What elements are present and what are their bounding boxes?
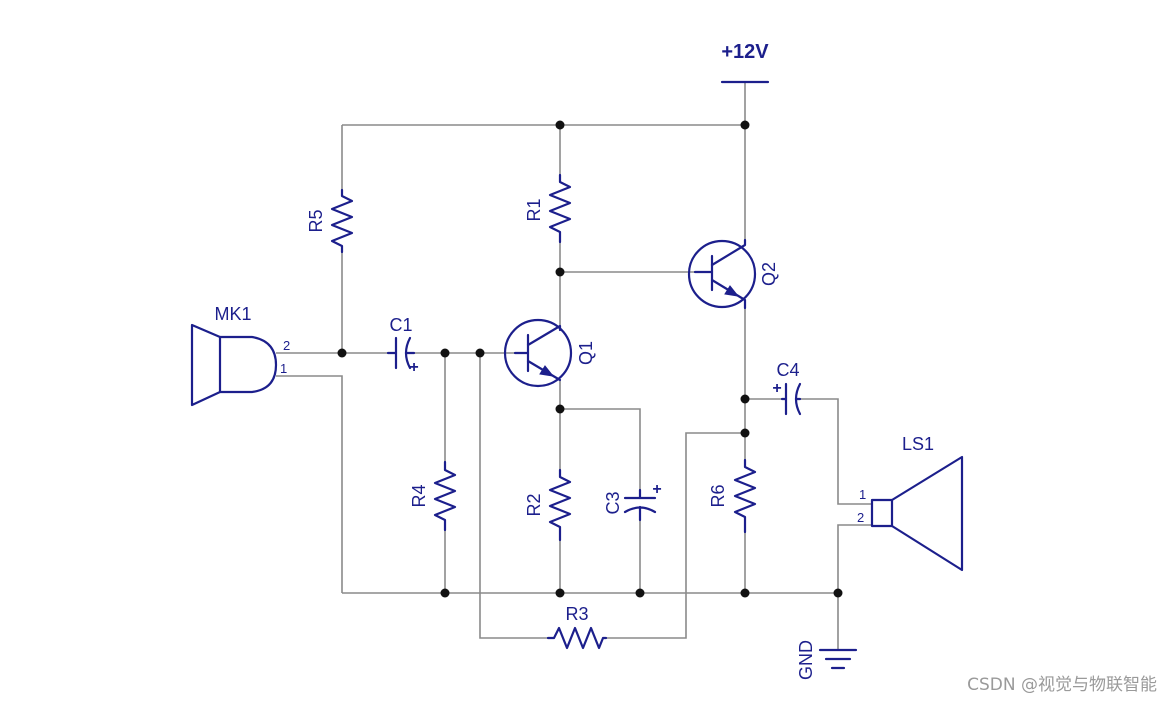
watermark: CSDN @视觉与物联智能: [967, 675, 1157, 695]
resistor-r5: R5: [306, 188, 354, 254]
junction: [555, 588, 565, 598]
junction: [440, 348, 450, 358]
supply-symbol: +12V: [720, 41, 769, 84]
speaker-ls1: LS1 1 2: [857, 434, 964, 572]
junction: [740, 588, 750, 598]
c1-plus: +: [409, 359, 418, 376]
junction: [337, 348, 347, 358]
resistor-r2: R2: [524, 468, 572, 542]
c4-label: C4: [776, 360, 799, 380]
ls1-pin-2: 2: [857, 510, 864, 525]
resistor-r3: R3: [546, 604, 608, 650]
capacitor-c1: C1 +: [386, 315, 419, 376]
r5-label: R5: [306, 209, 326, 232]
r3-label: R3: [565, 604, 588, 624]
r2-label: R2: [524, 493, 544, 516]
junction: [635, 588, 645, 598]
transistor-q1: Q1: [503, 318, 596, 388]
capacitor-c4: C4 +: [772, 360, 802, 416]
c3-plus: +: [652, 481, 661, 498]
junction: [740, 120, 750, 130]
wires: [276, 82, 872, 650]
c4-plus: +: [772, 380, 781, 397]
ls1-label: LS1: [902, 434, 934, 454]
q2-label: Q2: [759, 262, 779, 286]
transistor-q2: Q2: [687, 238, 779, 310]
junction: [555, 404, 565, 414]
resistor-r1: R1: [524, 173, 572, 244]
resistor-r4: R4: [409, 460, 457, 532]
c3-label: C3: [603, 491, 623, 514]
junction: [555, 267, 565, 277]
microphone-mk1: MK1 2 1: [190, 304, 290, 407]
r6-label: R6: [708, 484, 728, 507]
mk1-pin-1: 1: [280, 361, 287, 376]
junction: [740, 394, 750, 404]
junction: [833, 588, 843, 598]
gnd-label: GND: [796, 640, 816, 680]
capacitor-c3: C3 +: [603, 481, 662, 522]
junction: [475, 348, 485, 358]
junction: [740, 428, 750, 438]
ls1-pin-1: 1: [859, 487, 866, 502]
r1-label: R1: [524, 198, 544, 221]
c1-label: C1: [389, 315, 412, 335]
junction: [555, 120, 565, 130]
q1-label: Q1: [576, 341, 596, 365]
junction: [440, 588, 450, 598]
resistor-r6: R6: [708, 458, 757, 534]
r4-label: R4: [409, 484, 429, 507]
mk1-label: MK1: [214, 304, 251, 324]
ground-symbol: GND: [796, 640, 858, 680]
mk1-pin-2: 2: [283, 338, 290, 353]
junctions: [337, 120, 843, 598]
supply-label: +12V: [721, 41, 769, 63]
